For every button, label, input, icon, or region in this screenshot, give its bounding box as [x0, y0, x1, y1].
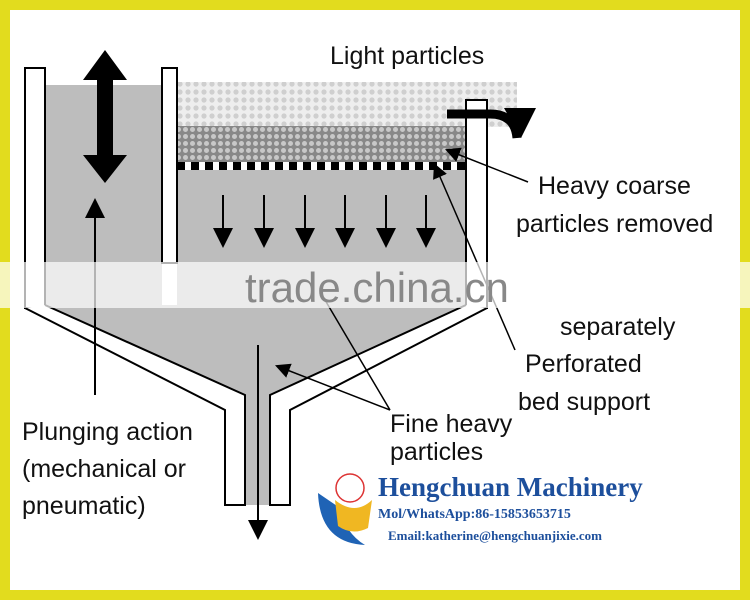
label-heavy-coarse: Heavy coarse — [538, 172, 691, 200]
label-light-particles: Light particles — [330, 42, 484, 70]
light-particle-layer — [177, 82, 517, 127]
leader-lines — [275, 147, 529, 411]
label-perforated: Perforated — [525, 350, 642, 378]
vessel-walls — [24, 67, 488, 506]
label-particles-removed: particles removed — [516, 210, 713, 238]
company-phone: Mol/WhatsApp:86-15853653715 — [378, 507, 571, 522]
overflow-curved-arrow-icon — [447, 108, 536, 139]
plunger-double-arrow-icon — [83, 50, 127, 183]
label-separately: separately — [560, 313, 676, 341]
watermark-text: trade.china.cn — [245, 264, 509, 311]
label-pneumatic: pneumatic) — [22, 492, 146, 520]
company-logo — [318, 473, 372, 545]
coarse-particle-layer — [177, 126, 466, 162]
label-bed-support: bed support — [518, 388, 650, 416]
label-plunging-action: Plunging action — [22, 418, 193, 446]
company-email: Email:katherine@hengchuanjixie.com — [388, 528, 602, 543]
company-name: Hengchuan Machinery — [378, 472, 643, 502]
downflow-arrows — [213, 195, 436, 248]
watermark-band — [0, 262, 750, 308]
label-particles: particles — [390, 438, 483, 466]
label-mechanical-or: (mechanical or — [22, 455, 186, 483]
label-fine-heavy: Fine heavy — [390, 410, 513, 438]
